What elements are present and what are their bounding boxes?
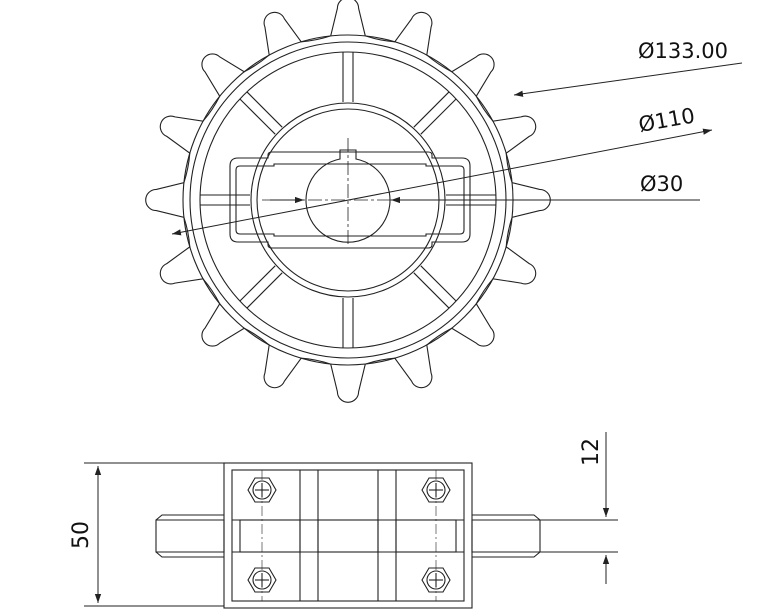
tooth-band (155, 519, 541, 553)
dim-line-outer-diameter (513, 62, 743, 97)
hub-block (223, 462, 473, 609)
offset-label: 12 (579, 438, 604, 466)
sprocket-front-view (145, 0, 551, 403)
rib-edge (239, 265, 276, 302)
front-view-dimensions (171, 62, 743, 236)
side-view-dimensions (84, 432, 618, 607)
rib-edge (246, 91, 283, 128)
rib-edge (246, 272, 283, 309)
hub-block-inner (231, 469, 465, 602)
outer-diameter-label: Ø133.00 (638, 39, 728, 63)
web-section-3 (395, 519, 457, 553)
web-section-1 (239, 519, 301, 553)
rib-edge (239, 98, 276, 135)
rib-edge (420, 265, 457, 302)
tooth-band-chamfer (155, 514, 541, 558)
dim-line-pitch-diameter (171, 128, 713, 236)
height-label: 50 (69, 521, 94, 549)
pitch-diameter-label: Ø110 (637, 103, 697, 136)
rib-edge (413, 272, 450, 309)
bore-diameter-label: Ø30 (640, 172, 683, 196)
rib-edge (413, 91, 450, 128)
sprocket-side-view (155, 462, 541, 609)
web-section-2 (317, 519, 379, 553)
rib-edge (420, 98, 457, 135)
